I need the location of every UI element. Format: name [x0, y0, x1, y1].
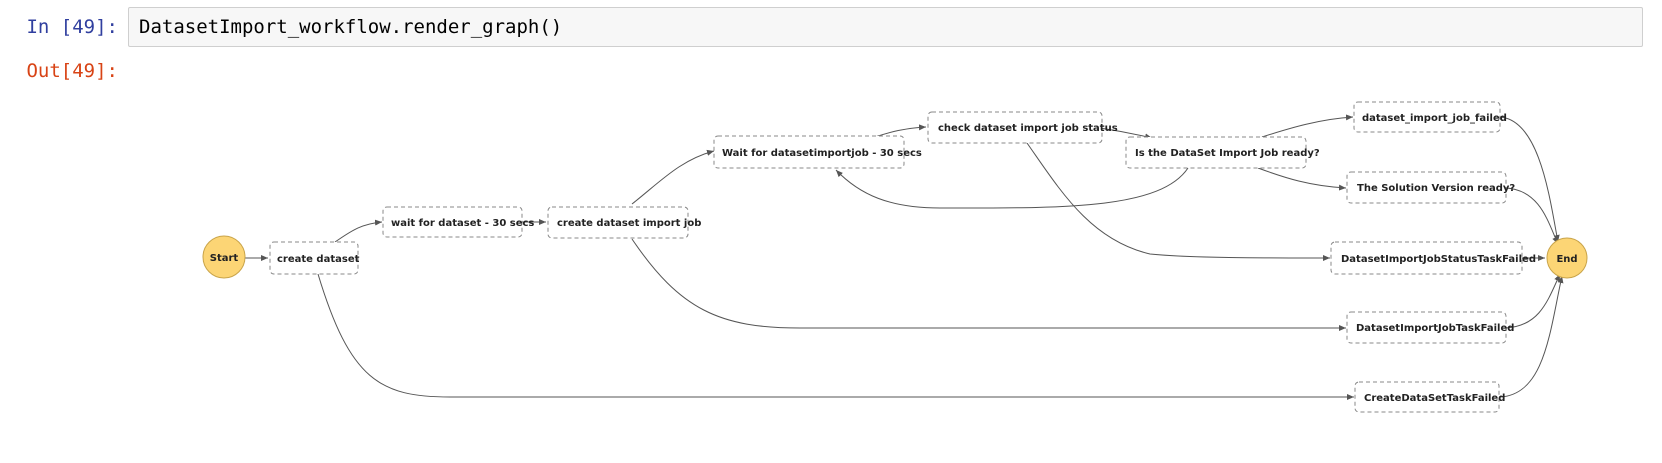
- node-job-failed[interactable]: dataset_import_job_failed: [1353, 101, 1507, 133]
- node-start-label: Start: [210, 253, 239, 264]
- node-end-label: End: [1556, 254, 1577, 265]
- edge-create-wait: [334, 219, 383, 243]
- node-create-dataset[interactable]: create dataset: [269, 241, 360, 275]
- node-wait-dataset[interactable]: wait for dataset - 30 secs: [382, 206, 534, 238]
- node-label: dataset_import_job_failed: [1362, 113, 1507, 124]
- graph-edges: [245, 114, 1564, 400]
- node-label: wait for dataset - 30 secs: [391, 218, 534, 229]
- code-text[interactable]: DatasetImport_workflow.render_graph(): [139, 16, 563, 38]
- edge-solution-end: [1505, 187, 1559, 245]
- edge-jobtaskfailed-end: [1505, 273, 1561, 329]
- edge-check-statusfailed: [1026, 142, 1331, 261]
- node-solution-ready[interactable]: The Solution Version ready?: [1346, 171, 1515, 204]
- input-prompt: In [49]:: [26, 16, 118, 38]
- output-prompt: Out[49]:: [26, 60, 118, 82]
- edge-create-createfailed: [317, 273, 1354, 400]
- edge-createjob-waitjob: [631, 149, 715, 205]
- node-status-task-failed[interactable]: DatasetImportJobStatusTaskFailed: [1330, 241, 1536, 275]
- node-label: DatasetImportJobStatusTaskFailed: [1341, 254, 1536, 265]
- node-label: check dataset import job status: [938, 123, 1118, 134]
- node-label: CreateDataSetTaskFailed: [1364, 393, 1505, 404]
- node-label: The Solution Version ready?: [1357, 183, 1515, 194]
- node-label: DatasetImportJobTaskFailed: [1356, 323, 1514, 334]
- node-job-task-failed[interactable]: DatasetImportJobTaskFailed: [1346, 311, 1514, 344]
- node-start[interactable]: Start: [202, 235, 246, 279]
- node-label: Wait for datasetimportjob - 30 secs: [722, 148, 922, 159]
- node-wait-import-job[interactable]: Wait for datasetimportjob - 30 secs: [713, 135, 922, 169]
- edge-createfailed-end: [1499, 275, 1564, 398]
- node-check-status[interactable]: check dataset import job status: [927, 111, 1118, 144]
- node-label: create dataset: [277, 254, 360, 265]
- edge-createjob-jobfailed: [631, 238, 1346, 331]
- node-create-task-failed[interactable]: CreateDataSetTaskFailed: [1354, 381, 1505, 413]
- node-label: create dataset import job: [557, 218, 701, 229]
- node-label: Is the DataSet Import Job ready?: [1135, 148, 1320, 159]
- edge-isready-solution: [1257, 167, 1347, 191]
- code-input-area[interactable]: DatasetImport_workflow.render_graph(): [128, 7, 1643, 47]
- edge-isready-jobfailed: [1261, 114, 1354, 138]
- edge-jobfailed-end: [1499, 116, 1560, 243]
- node-is-ready[interactable]: Is the DataSet Import Job ready?: [1125, 136, 1320, 169]
- edge-isready-waitjob: [835, 167, 1189, 209]
- node-create-import-job[interactable]: create dataset import job: [547, 206, 701, 239]
- node-end[interactable]: End: [1546, 237, 1588, 279]
- edge-waitjob-check: [874, 124, 927, 138]
